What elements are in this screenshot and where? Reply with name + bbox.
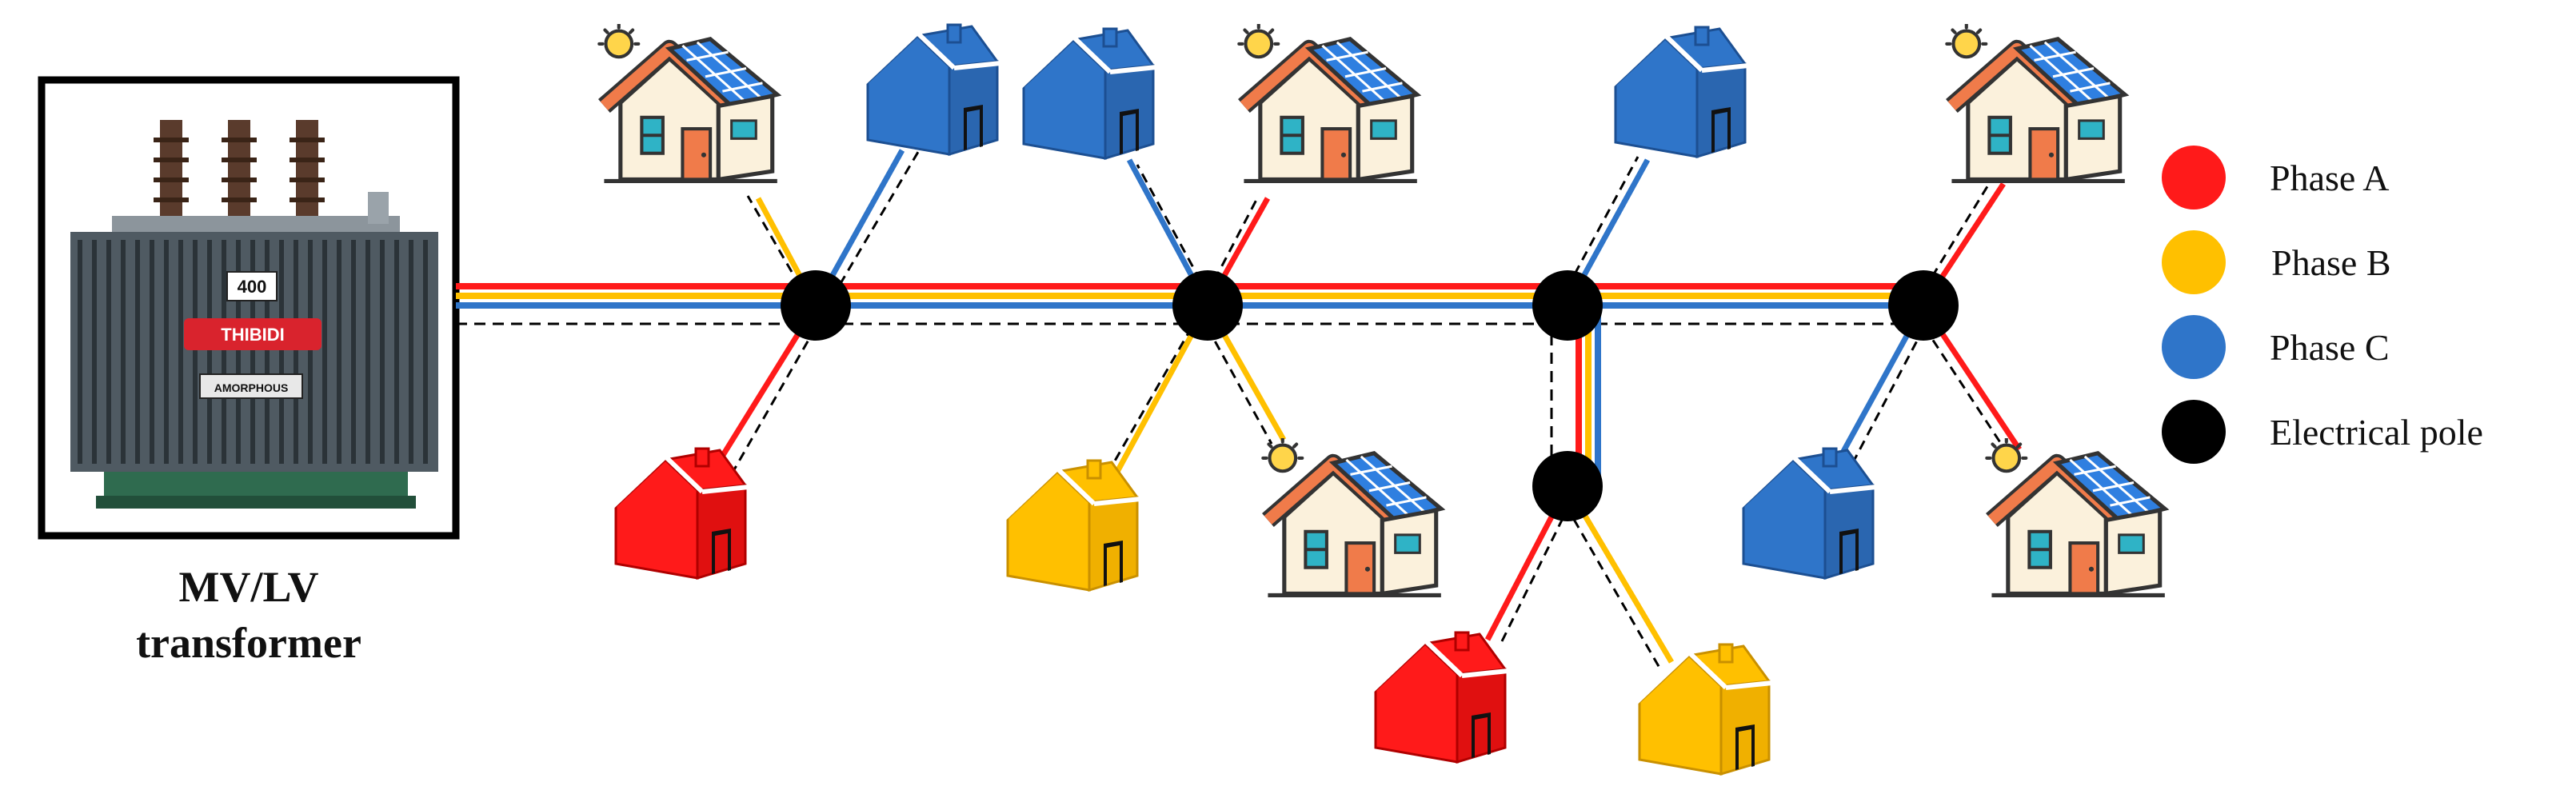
house-phase-a bbox=[1368, 632, 1508, 762]
legend-label: Phase C bbox=[2270, 327, 2390, 368]
house-phase-c bbox=[1608, 27, 1748, 157]
legend-swatch bbox=[2162, 146, 2226, 209]
transformer: 400 THIBIDI AMORPHOUS MV/LV transformer bbox=[38, 76, 460, 667]
legend-label: Electrical pole bbox=[2270, 412, 2483, 453]
electrical-poles bbox=[781, 270, 1959, 521]
house-phase-b bbox=[1631, 644, 1772, 774]
house-phase-c bbox=[1735, 449, 1876, 578]
electrical-pole bbox=[1172, 270, 1243, 341]
transformer-caption-line2: transformer bbox=[136, 619, 361, 667]
house-phase-b bbox=[1000, 461, 1140, 590]
electrical-pole bbox=[1532, 270, 1603, 341]
brand-plate: THIBIDI bbox=[221, 325, 284, 345]
solar-house bbox=[1263, 438, 1441, 595]
transformer-image: 400 THIBIDI AMORPHOUS bbox=[70, 120, 438, 509]
legend-item-electrical-pole: Electrical pole bbox=[2162, 400, 2483, 464]
legend-swatch bbox=[2162, 230, 2226, 294]
legend-swatch bbox=[2162, 315, 2226, 379]
type-plate: AMORPHOUS bbox=[214, 381, 289, 394]
solar-house bbox=[1987, 438, 2165, 595]
house-phase-a bbox=[608, 449, 749, 578]
legend-label: Phase B bbox=[2271, 242, 2391, 283]
electrical-pole bbox=[781, 270, 851, 341]
legend-item-phase-c: Phase C bbox=[2162, 315, 2390, 379]
legend-item-phase-a: Phase A bbox=[2162, 146, 2390, 209]
legend-label: Phase A bbox=[2270, 158, 2390, 198]
houses bbox=[599, 24, 2165, 774]
solar-house bbox=[1239, 24, 1417, 181]
transformer-caption-line1: MV/LV bbox=[178, 563, 318, 611]
legend-swatch bbox=[2162, 400, 2226, 464]
house-phase-c bbox=[1016, 29, 1156, 158]
electrical-pole bbox=[1888, 270, 1959, 341]
rating-plate: 400 bbox=[238, 277, 267, 297]
house-phase-c bbox=[860, 25, 1000, 154]
legend-item-phase-b: Phase B bbox=[2162, 230, 2391, 294]
electrical-pole bbox=[1532, 451, 1603, 521]
legend: Phase A Phase B Phase C Electrical pole bbox=[2162, 146, 2483, 464]
solar-house bbox=[1947, 24, 2125, 181]
solar-house bbox=[599, 24, 777, 181]
